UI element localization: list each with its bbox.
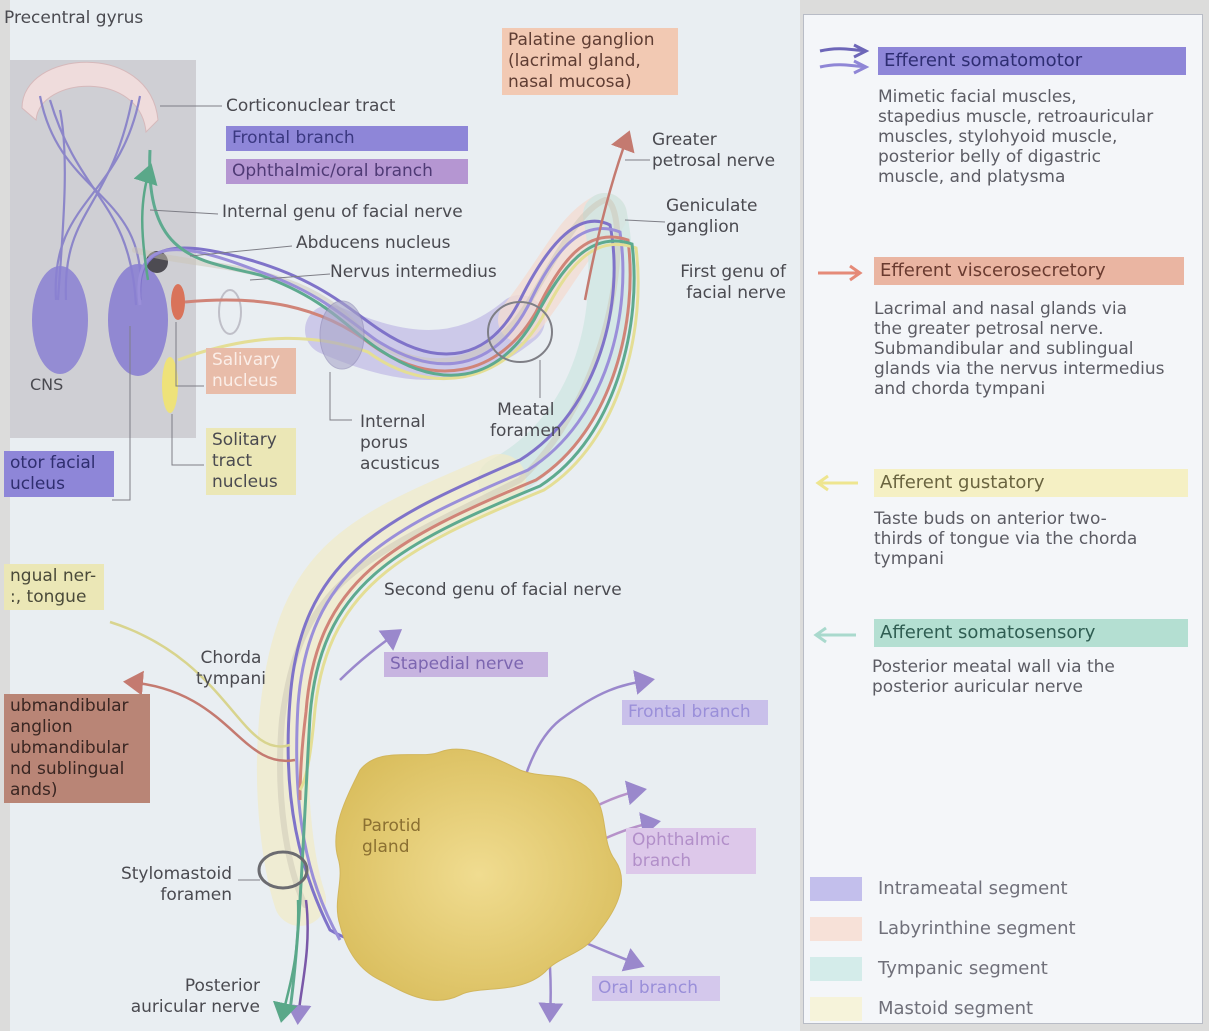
legend-gustatory-title: Afferent gustatory	[874, 469, 1188, 497]
left-facial-nucleus	[32, 266, 88, 374]
legend-panel: Efferent somatomotor Mimetic facial musc…	[803, 14, 1203, 1024]
ganglion-ring	[218, 289, 242, 335]
chorda-tympani-red	[123, 670, 296, 763]
legend-somatomotor-title: Efferent somatomotor	[878, 47, 1186, 75]
stylomastoid-foramen-ring	[257, 850, 309, 890]
parotid-gland-shape	[335, 748, 623, 1001]
somatomotor-fibre-b	[137, 226, 625, 941]
internal-genu-label: Internal genu of facial nerve	[222, 202, 463, 222]
palatine-ganglion-label: Palatine ganglion (lacrimal gland, nasal…	[502, 28, 678, 95]
somatosensory-fibre	[148, 149, 636, 1011]
nervus-intermedius-label: Nervus intermedius	[330, 262, 497, 282]
frontal-branch-top-label: Frontal branch	[226, 126, 468, 151]
labyrinthine-label: Labyrinthine segment	[878, 918, 1076, 939]
parotid-gland-label: Parotid gland	[362, 816, 422, 857]
stapedial-nerve-label: Stapedial nerve	[384, 652, 548, 677]
cns-label: CNS	[30, 375, 64, 394]
posterior-auricular-label: Posterior auricular nerve	[130, 976, 260, 1017]
solitary-tract-nucleus-label: Solitary tract nucleus	[206, 428, 296, 495]
precentral-gyrus-label: Precentral gyrus	[4, 8, 144, 28]
legend-somatosensory-title: Afferent somatosensory	[874, 619, 1188, 647]
meatal-foramen-ring	[487, 301, 553, 363]
labyrinthine-swatch	[810, 917, 862, 941]
chorda-tympani-yellow	[109, 620, 291, 748]
stylomastoid-foramen-label: Stylomastoid foramen	[120, 864, 232, 905]
tympanic-label: Tympanic segment	[878, 958, 1048, 979]
gustatory-arrow-icon	[815, 474, 858, 492]
posterior-auricular-green	[272, 899, 300, 1023]
somatosensory-arrow-icon	[813, 626, 856, 644]
legend-viscero-desc: Lacrimal and nasal glands via the greate…	[874, 299, 1165, 399]
posterior-auricular-purple	[286, 899, 312, 1025]
intrameatal-label: Intrameatal segment	[878, 878, 1068, 899]
mastoid-label: Mastoid segment	[878, 998, 1034, 1019]
submandibular-ganglion-label: ubmandibular anglion ubmandibular nd sub…	[4, 694, 150, 803]
oral-branch-label: Oral branch	[592, 976, 720, 1001]
precentral-gyrus-shape	[21, 61, 159, 134]
legend-viscero-title: Efferent viscerosecretory	[874, 257, 1184, 285]
solitary-tract-nucleus	[162, 357, 178, 413]
stapedial-arrow	[339, 629, 403, 681]
salivary-nucleus	[171, 284, 185, 320]
motor-facial-nucleus-label: otor facial ucleus	[4, 451, 114, 497]
viscero-arrow-icon	[818, 264, 863, 282]
gustatory-fibre	[177, 242, 640, 791]
lingual-nerve-label: ngual ner- :, tongue	[4, 564, 104, 610]
intrameatal-swatch	[810, 877, 862, 901]
meatal-foramen-label: Meatal foramen	[490, 400, 562, 441]
corticonuclear-tract-label: Corticonuclear tract	[226, 96, 396, 116]
geniculate-ganglion-label: Geniculate ganglion	[666, 196, 758, 237]
legend-somatosensory-desc: Posterior meatal wall via the posterior …	[872, 657, 1115, 697]
mastoid-swatch	[810, 997, 862, 1021]
leader-lines	[112, 105, 666, 881]
ophthalmic-oral-branch-label: Ophthalmic/oral branch	[226, 159, 468, 184]
salivary-nucleus-label: Salivary nucleus	[206, 348, 296, 394]
somatomotor-arrow-icon	[819, 43, 870, 75]
internal-porus-ring	[319, 300, 365, 370]
abducens-nucleus-label: Abducens nucleus	[296, 233, 451, 253]
legend-gustatory-desc: Taste buds on anterior two- thirds of to…	[874, 509, 1138, 569]
corticonuclear-green-arrow	[133, 163, 158, 281]
frontal-branch-bottom-label: Frontal branch	[622, 700, 768, 725]
greater-petrosal-label: Greater petrosal nerve	[652, 130, 776, 171]
tympanic-swatch	[810, 957, 862, 981]
greater-petrosal-arrow	[583, 130, 635, 301]
legend-somatomotor-desc: Mimetic facial muscles, stapedius muscle…	[878, 87, 1154, 187]
right-facial-nucleus	[108, 264, 168, 376]
chorda-tympani-label: Chorda tympani	[196, 648, 266, 689]
second-genu-label: Second genu of facial nerve	[384, 580, 622, 600]
internal-porus-label: Internal porus acusticus	[360, 412, 440, 474]
first-genu-label: First genu of facial nerve	[680, 262, 786, 303]
ophthalmic-branch-label: Ophthalmic branch	[626, 828, 756, 874]
